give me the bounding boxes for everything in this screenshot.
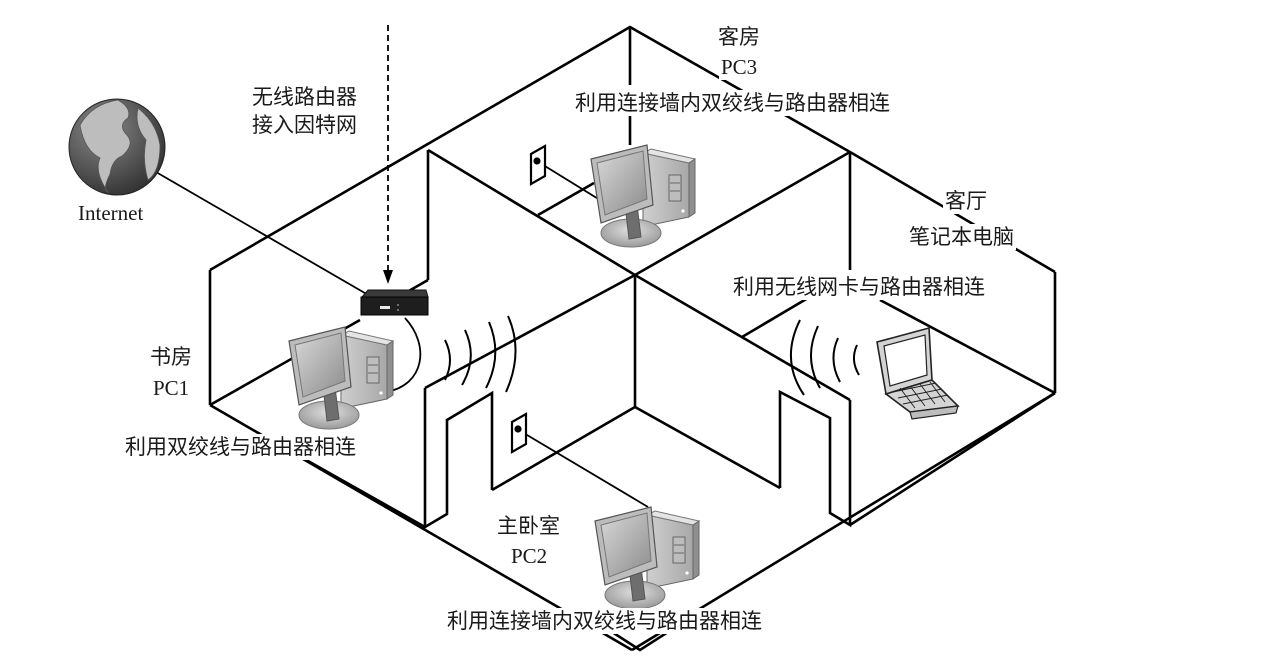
globe-icon	[68, 98, 166, 196]
pc2-desktop-computer-icon	[594, 506, 700, 610]
right-door-frame	[778, 389, 852, 528]
router-label-line1: 无线路由器	[252, 85, 357, 109]
guest-floor-left	[537, 181, 595, 217]
left-door-frame	[423, 388, 494, 530]
living-floor-back	[741, 296, 809, 339]
house-structure	[208, 25, 1057, 652]
study-name: 书房	[150, 345, 192, 369]
router-label-line2: 接入因特网	[252, 113, 357, 137]
wave-icon	[853, 344, 860, 376]
internet-to-router-line	[155, 171, 371, 297]
pc3-desktop-computer-icon	[590, 144, 696, 248]
wave-icon	[832, 337, 841, 383]
master-bedroom-name: 主卧室	[497, 514, 560, 538]
wave-icon	[444, 339, 451, 381]
study-connection: 利用双绞线与路由器相连	[123, 434, 358, 460]
wall-outlet-master-icon	[510, 412, 528, 454]
guest-room-device: PC3	[719, 54, 760, 80]
master-bedroom-connection: 利用连接墙内双绞线与路由器相连	[445, 608, 764, 634]
wave-icon	[809, 325, 821, 389]
partition-study-guest	[427, 148, 636, 277]
outlet-to-pc3-cable	[539, 162, 601, 201]
living-master-wall-top	[634, 273, 851, 402]
router-to-pc1-cable	[385, 317, 422, 393]
master-floor-left	[491, 405, 636, 492]
living-room-device: 笔记本电脑	[907, 224, 1016, 250]
living-room-connection: 利用无线网卡与路由器相连	[731, 274, 987, 300]
bottom-corner	[611, 630, 669, 652]
wave-icon	[790, 319, 805, 396]
living-floor-front	[849, 391, 1056, 527]
guest-room-connection: 利用连接墙内双绞线与路由器相连	[573, 90, 892, 116]
internet-label: Internet	[78, 201, 144, 225]
laptop-wireless-waves	[790, 319, 860, 396]
partition-guest-living	[634, 150, 851, 277]
wall-outlet-guest-icon	[529, 144, 547, 186]
pc1-desktop-computer-icon	[288, 326, 394, 430]
master-bedroom-device: PC2	[511, 544, 548, 568]
wave-icon	[505, 315, 517, 393]
guest-room-name: 客房	[716, 24, 762, 50]
isp-arrow-head	[383, 270, 393, 284]
laptop-icon	[876, 326, 960, 420]
living-floor-right	[879, 298, 1056, 395]
outlet-to-pc2-cable	[521, 431, 649, 508]
living-room-name: 客厅	[943, 188, 989, 214]
router-wireless-waves	[444, 315, 517, 393]
wave-icon	[461, 329, 472, 386]
study-device: PC1	[153, 376, 190, 400]
master-floor-right	[634, 405, 781, 490]
connections	[155, 25, 649, 508]
study-master-wall-top	[424, 273, 636, 390]
router-icon	[360, 289, 429, 316]
wave-icon	[485, 321, 497, 389]
